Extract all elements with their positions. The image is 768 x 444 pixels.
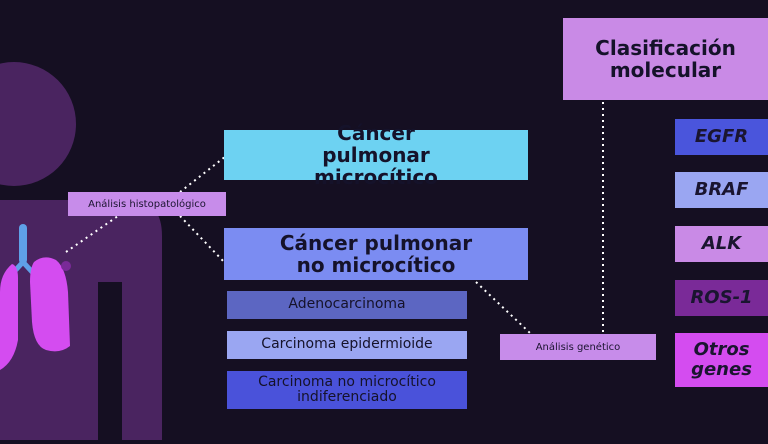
label-analisis-histopatologico: Análisis histopatológico (68, 192, 226, 216)
gene-ros1: ROS-1 (675, 280, 768, 316)
gene-egfr: EGFR (675, 119, 768, 155)
label-analisis-genetico: Análisis genético (500, 334, 656, 360)
gene-otros-genes: Otros genes (675, 333, 768, 387)
gene-braf: BRAF (675, 172, 768, 208)
gene-alk: ALK (675, 226, 768, 262)
subtype-adenocarcinoma: Adenocarcinoma (227, 291, 467, 319)
subtype-carcinoma-epidermioide: Carcinoma epidermioide (227, 331, 467, 359)
lungs-icon (0, 222, 76, 382)
subtype-carcinoma-indiferenciado: Carcinoma no microcítico indiferenciado (227, 371, 467, 409)
box-clasificacion-molecular: Clasificación molecular (563, 18, 768, 100)
box-cancer-microcitico: Cáncer pulmonar microcítico (224, 122, 528, 188)
box-cancer-no-microcitico: Cáncer pulmonar no microcítico (224, 228, 528, 280)
